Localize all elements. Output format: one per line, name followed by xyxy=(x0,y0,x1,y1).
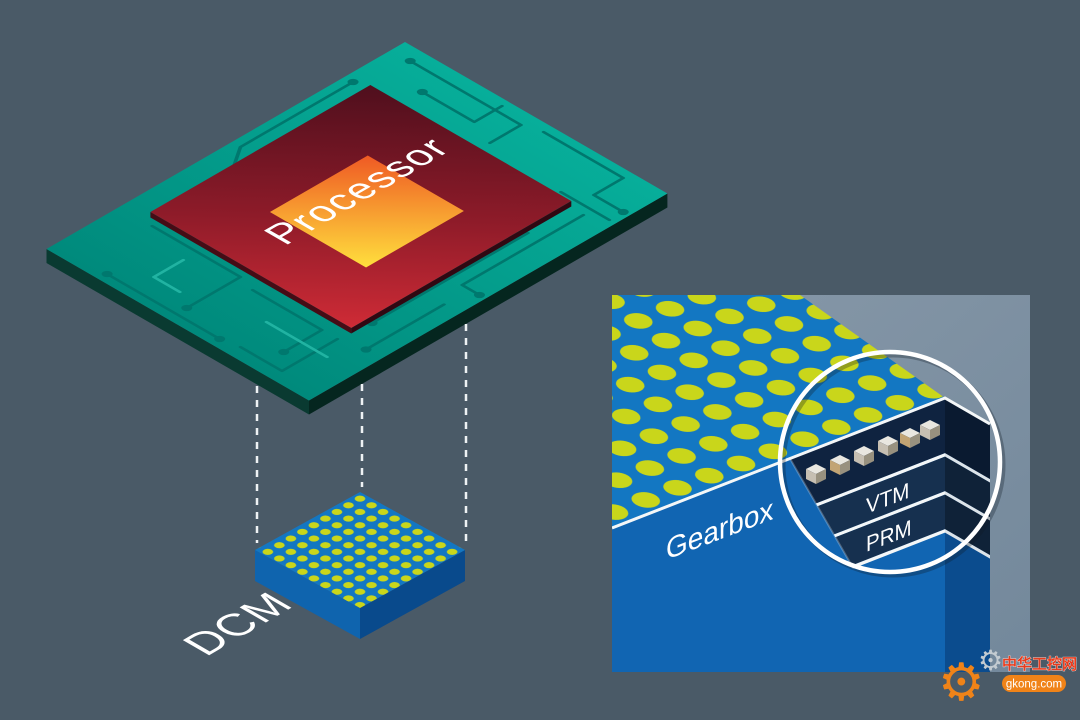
dashed-guide-lines xyxy=(255,324,468,547)
cutaway-step-edge xyxy=(789,458,855,569)
substrate-edge-line xyxy=(612,396,991,530)
watermark-site-url: gkong.com xyxy=(1006,679,1062,691)
gear-icon-small: ⚙ xyxy=(978,645,1003,676)
component-cube xyxy=(854,446,874,466)
pcb-rim-left xyxy=(46,249,309,415)
prm-layer xyxy=(835,494,945,566)
magnifier-circle xyxy=(777,349,1003,575)
vtm-layer xyxy=(817,456,945,535)
layer-separator xyxy=(945,491,990,521)
watermark-url-pill xyxy=(1002,675,1066,692)
component-cube xyxy=(920,420,940,440)
magnifier-circle-shadow xyxy=(780,352,1006,578)
processor-chip-edge-right xyxy=(351,201,572,334)
pcb-board: Processor xyxy=(46,42,668,415)
gear-icon: ⚙ xyxy=(938,654,985,712)
component-cubes xyxy=(806,420,940,484)
dcm-side-left xyxy=(255,550,360,639)
layer-separator xyxy=(833,491,945,538)
circuit-traces xyxy=(105,59,626,373)
vtm-layer-side xyxy=(945,456,990,518)
gearbox-top-balls xyxy=(612,295,945,528)
component-cube xyxy=(806,464,826,484)
component-cube xyxy=(878,436,898,456)
pcb-rim-right xyxy=(309,193,668,415)
layer-separator xyxy=(851,529,945,569)
layer-separator xyxy=(815,453,945,507)
processor-core xyxy=(269,155,464,268)
detail-panel: Gearbox VTM PRM xyxy=(612,295,1030,672)
processor-chip-edge-left xyxy=(150,212,352,334)
component-cube xyxy=(830,455,850,475)
layer-separator xyxy=(945,529,990,559)
dcm-top-balls xyxy=(255,492,465,608)
prm-layer-side xyxy=(945,494,990,556)
watermark-site-name: 中华工控网 xyxy=(1002,655,1077,673)
dcm-side-right xyxy=(360,550,465,639)
component-cube xyxy=(900,428,920,448)
layer-separator xyxy=(945,453,990,483)
circuit-traces-light xyxy=(152,258,329,359)
watermark: ⚙ ⚙ 中华工控网 gkong.com xyxy=(938,645,1077,712)
